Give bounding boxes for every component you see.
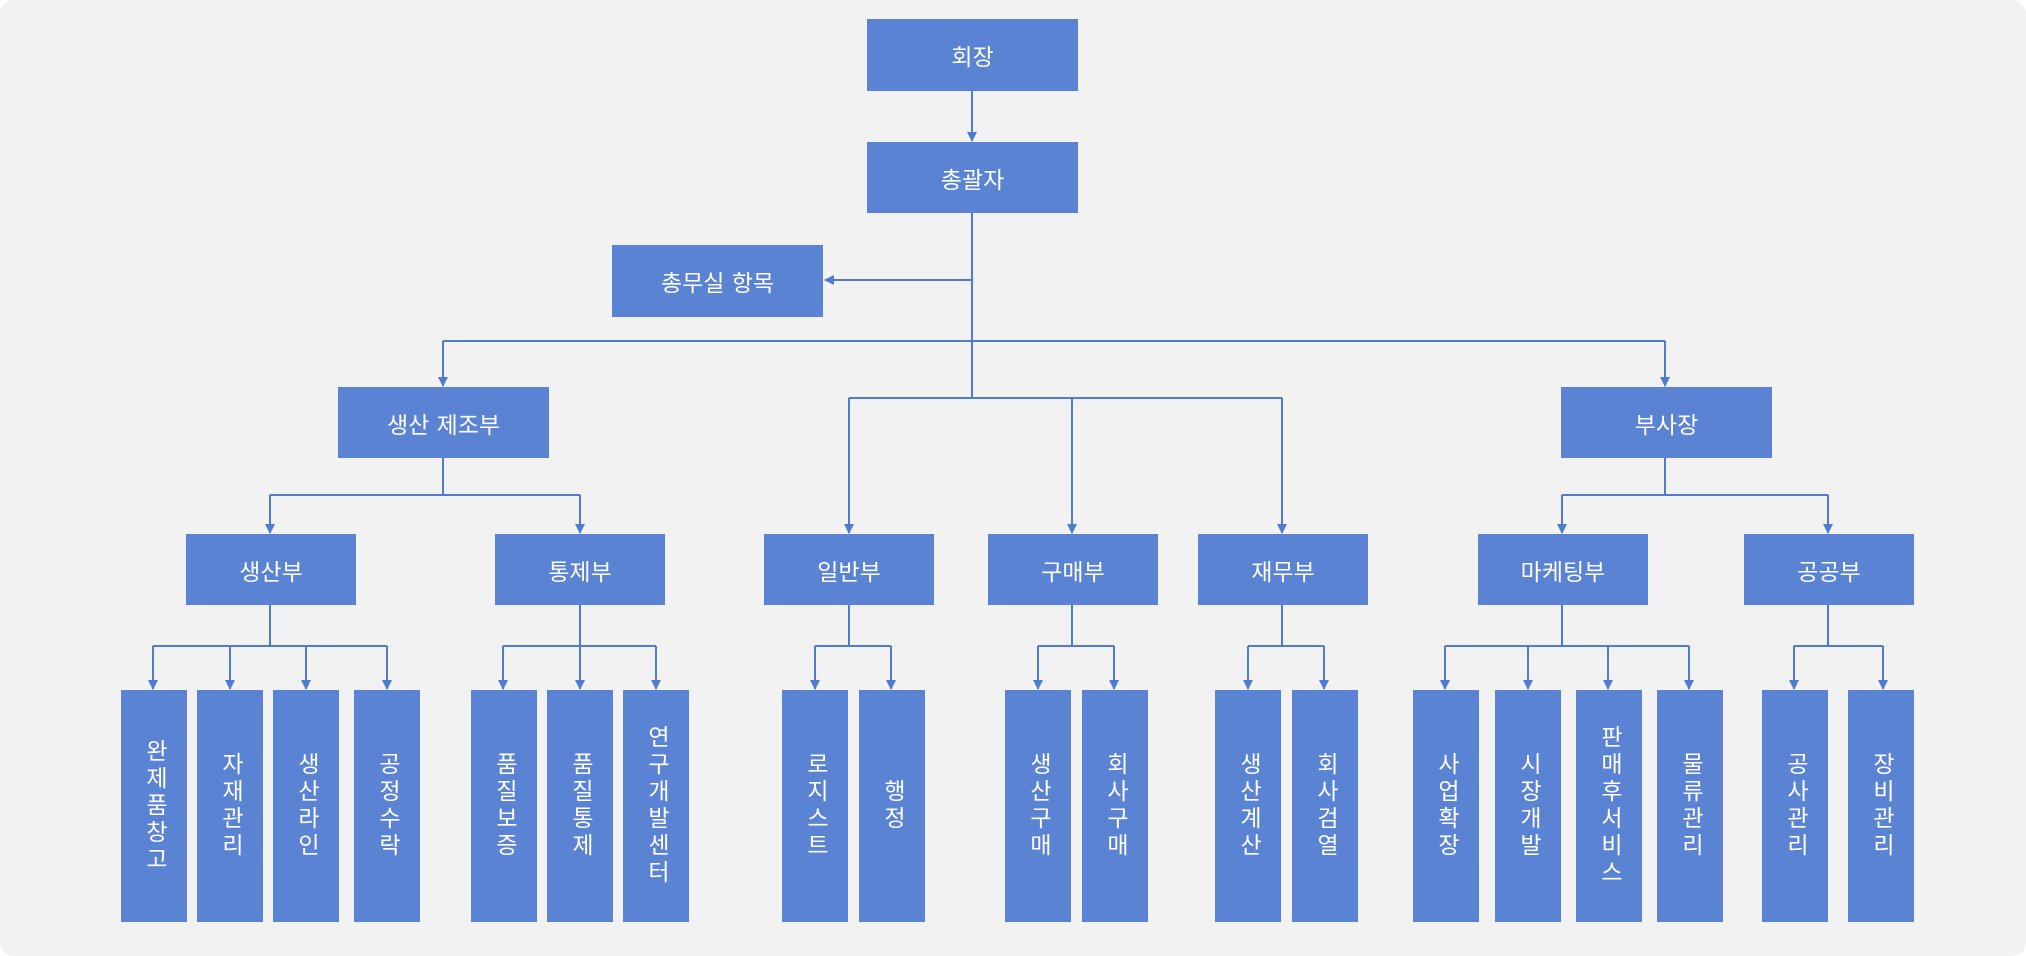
leaf-after-sales-service: 판매후서비스 <box>1576 690 1642 922</box>
leaf-company-purchasing: 회사구매 <box>1082 690 1148 922</box>
leaf-material-management: 자재관리 <box>197 690 263 922</box>
leaf-production-accounting: 생산계산 <box>1215 690 1281 922</box>
leaf-business-expansion: 사업확장 <box>1413 690 1479 922</box>
leaf-logistics: 로지스트 <box>782 690 848 922</box>
node-purchasing: 구매부 <box>988 534 1158 605</box>
node-chairman: 회장 <box>867 19 1078 91</box>
node-general-manager: 총괄자 <box>867 142 1078 213</box>
connector-general-leaves <box>815 605 891 647</box>
node-production: 생산부 <box>186 534 356 605</box>
leaf-construction-management: 공사관리 <box>1762 690 1828 922</box>
node-production-manufacturing: 생산 제조부 <box>338 387 549 458</box>
connector-production-leaves <box>153 605 387 647</box>
leaf-quality-assurance: 품질보증 <box>471 690 537 922</box>
leaf-equipment-management: 장비관리 <box>1848 690 1914 922</box>
leaf-production-purchasing: 생산구매 <box>1005 690 1071 922</box>
leaf-quality-control: 품질통제 <box>547 690 613 922</box>
node-control: 통제부 <box>495 534 665 605</box>
connector-purchasing-leaves <box>1038 605 1114 647</box>
node-vice-president: 부사장 <box>1561 387 1772 458</box>
connector-pm-branch <box>270 458 580 496</box>
node-general: 일반부 <box>764 534 934 605</box>
connector-marketing-leaves <box>1445 605 1689 647</box>
connector-control-leaves <box>503 605 656 647</box>
leaf-production-line: 생산라인 <box>273 690 339 922</box>
leaf-rnd-center: 연구개발센터 <box>623 690 689 922</box>
leaf-administration: 행정 <box>859 690 925 922</box>
connector-vp-branch <box>1562 458 1828 496</box>
leaf-finished-goods-warehouse: 완제품창고 <box>121 690 187 922</box>
node-finance: 재무부 <box>1198 534 1368 605</box>
leaf-logistics-management: 물류관리 <box>1657 690 1723 922</box>
node-marketing: 마케팅부 <box>1478 534 1648 605</box>
node-general-affairs: 총무실 항목 <box>612 245 823 317</box>
connector-public-leaves <box>1794 605 1883 647</box>
leaf-market-development: 시장개발 <box>1495 690 1561 922</box>
connector-finance-leaves <box>1248 605 1324 647</box>
leaf-process-acceptance: 공정수락 <box>354 690 420 922</box>
node-public: 공공부 <box>1744 534 1914 605</box>
leaf-company-audit: 회사검열 <box>1292 690 1358 922</box>
